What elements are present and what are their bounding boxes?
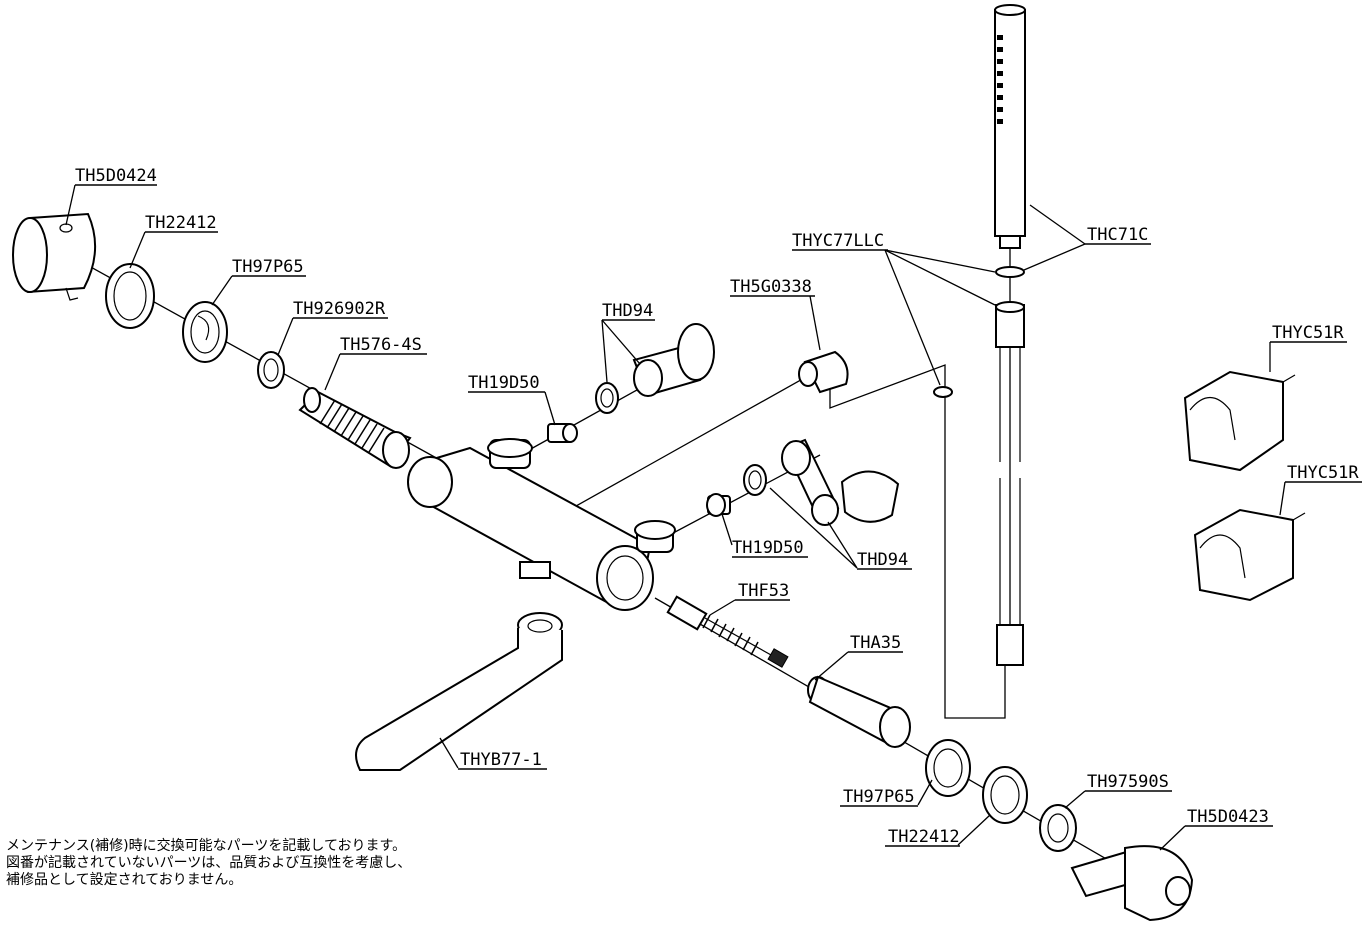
label-thf53: THF53 xyxy=(735,581,790,601)
elbow-fitting-part xyxy=(798,350,849,394)
faucet-body-part xyxy=(407,438,676,611)
label-tha35: THA35 xyxy=(848,633,903,653)
label-th19d50-mid: TH19D50 xyxy=(732,538,808,558)
label-thyb77-1: THYB77-1 xyxy=(458,750,547,770)
maintenance-note: メンテナンス(補修)時に交換可能なパーツを記載しております。 図番が記載されてい… xyxy=(6,838,411,889)
check-valve-top-part xyxy=(547,423,578,443)
elbow-union-mid-part xyxy=(743,438,900,526)
label-thd94-mid: THD94 xyxy=(857,550,912,570)
svg-text:TH576-4S: TH576-4S xyxy=(340,335,422,355)
note-line-1: メンテナンス(補修)時に交換可能なパーツを記載しております。 xyxy=(6,838,407,854)
label-thc71c: THC71C xyxy=(1085,225,1151,245)
svg-text:TH5D0424: TH5D0424 xyxy=(75,166,157,186)
label-th5d0423: TH5D0423 xyxy=(1185,807,1273,827)
svg-text:TH5G0338: TH5G0338 xyxy=(730,277,812,297)
serrated-ring-part xyxy=(1039,804,1077,852)
shower-holder-1-part xyxy=(1183,370,1296,472)
note-line-3: 補修品として設定されておりません。 xyxy=(6,872,243,888)
label-th576-4s: TH576-4S xyxy=(340,335,427,355)
label-th19d50-top: TH19D50 xyxy=(468,373,545,393)
note-line-2: 図番が記載されていないパーツは、品質および互換性を考慮し、 xyxy=(6,855,412,871)
label-th97p65-top: TH97P65 xyxy=(232,257,306,277)
label-thyc77llc: THYC77LLC xyxy=(792,231,888,251)
clip-ring-bottom-part xyxy=(925,739,971,797)
filter-part xyxy=(666,595,789,668)
shower-hose-part xyxy=(933,266,1025,666)
nut-ring-top-part xyxy=(105,263,155,329)
shower-holder-2-part xyxy=(1193,508,1306,602)
label-th97p65-bot: TH97P65 xyxy=(840,787,918,807)
elbow-union-top-part xyxy=(595,323,715,414)
hand-shower-part xyxy=(994,4,1026,249)
svg-text:THYB77-1: THYB77-1 xyxy=(460,750,542,770)
label-thyc51r-1: THYC51R xyxy=(1270,323,1347,343)
thermo-cartridge-part xyxy=(298,387,412,469)
clip-ring-top-part xyxy=(182,301,228,363)
svg-text:THC71C: THC71C xyxy=(1087,225,1148,245)
svg-text:THYC77LLC: THYC77LLC xyxy=(792,231,884,251)
svg-text:THF53: THF53 xyxy=(738,581,789,601)
svg-text:TH97P65: TH97P65 xyxy=(843,787,915,807)
label-thyc51r-2: THYC51R xyxy=(1285,463,1362,483)
svg-text:TH5D0423: TH5D0423 xyxy=(1187,807,1269,827)
label-thd94-top: THD94 xyxy=(602,301,655,321)
label-th5g0338: TH5G0338 xyxy=(730,277,815,297)
svg-text:THYC51R: THYC51R xyxy=(1287,463,1359,483)
label-th22412-top: TH22412 xyxy=(145,213,218,233)
part-labels: TH5D0424 TH22412 TH97P65 TH926902R TH576… xyxy=(75,166,1362,847)
svg-text:TH97590S: TH97590S xyxy=(1087,772,1169,792)
svg-text:THA35: THA35 xyxy=(850,633,901,653)
svg-text:TH19D50: TH19D50 xyxy=(468,373,540,393)
svg-text:THYC51R: THYC51R xyxy=(1272,323,1344,343)
leader-lines xyxy=(65,184,1286,851)
label-th5d0424: TH5D0424 xyxy=(75,166,157,186)
label-th97590s: TH97590S xyxy=(1085,772,1172,792)
svg-text:TH926902R: TH926902R xyxy=(293,299,386,319)
label-th22412-bot: TH22412 xyxy=(885,827,960,847)
svg-text:THD94: THD94 xyxy=(857,550,908,570)
svg-text:THD94: THD94 xyxy=(602,301,653,321)
valve-unit-part xyxy=(807,675,911,748)
svg-text:TH22412: TH22412 xyxy=(888,827,960,847)
check-valve-mid-part xyxy=(706,493,731,517)
handle-left-part xyxy=(12,212,97,301)
svg-text:TH22412: TH22412 xyxy=(145,213,217,233)
snap-ring-part xyxy=(257,351,285,389)
handle-right-part xyxy=(1070,845,1194,922)
label-th926902r: TH926902R xyxy=(293,299,388,319)
svg-text:TH97P65: TH97P65 xyxy=(232,257,304,277)
spout-part xyxy=(355,612,563,771)
nut-ring-bottom-part xyxy=(982,766,1028,824)
svg-text:TH19D50: TH19D50 xyxy=(732,538,804,558)
